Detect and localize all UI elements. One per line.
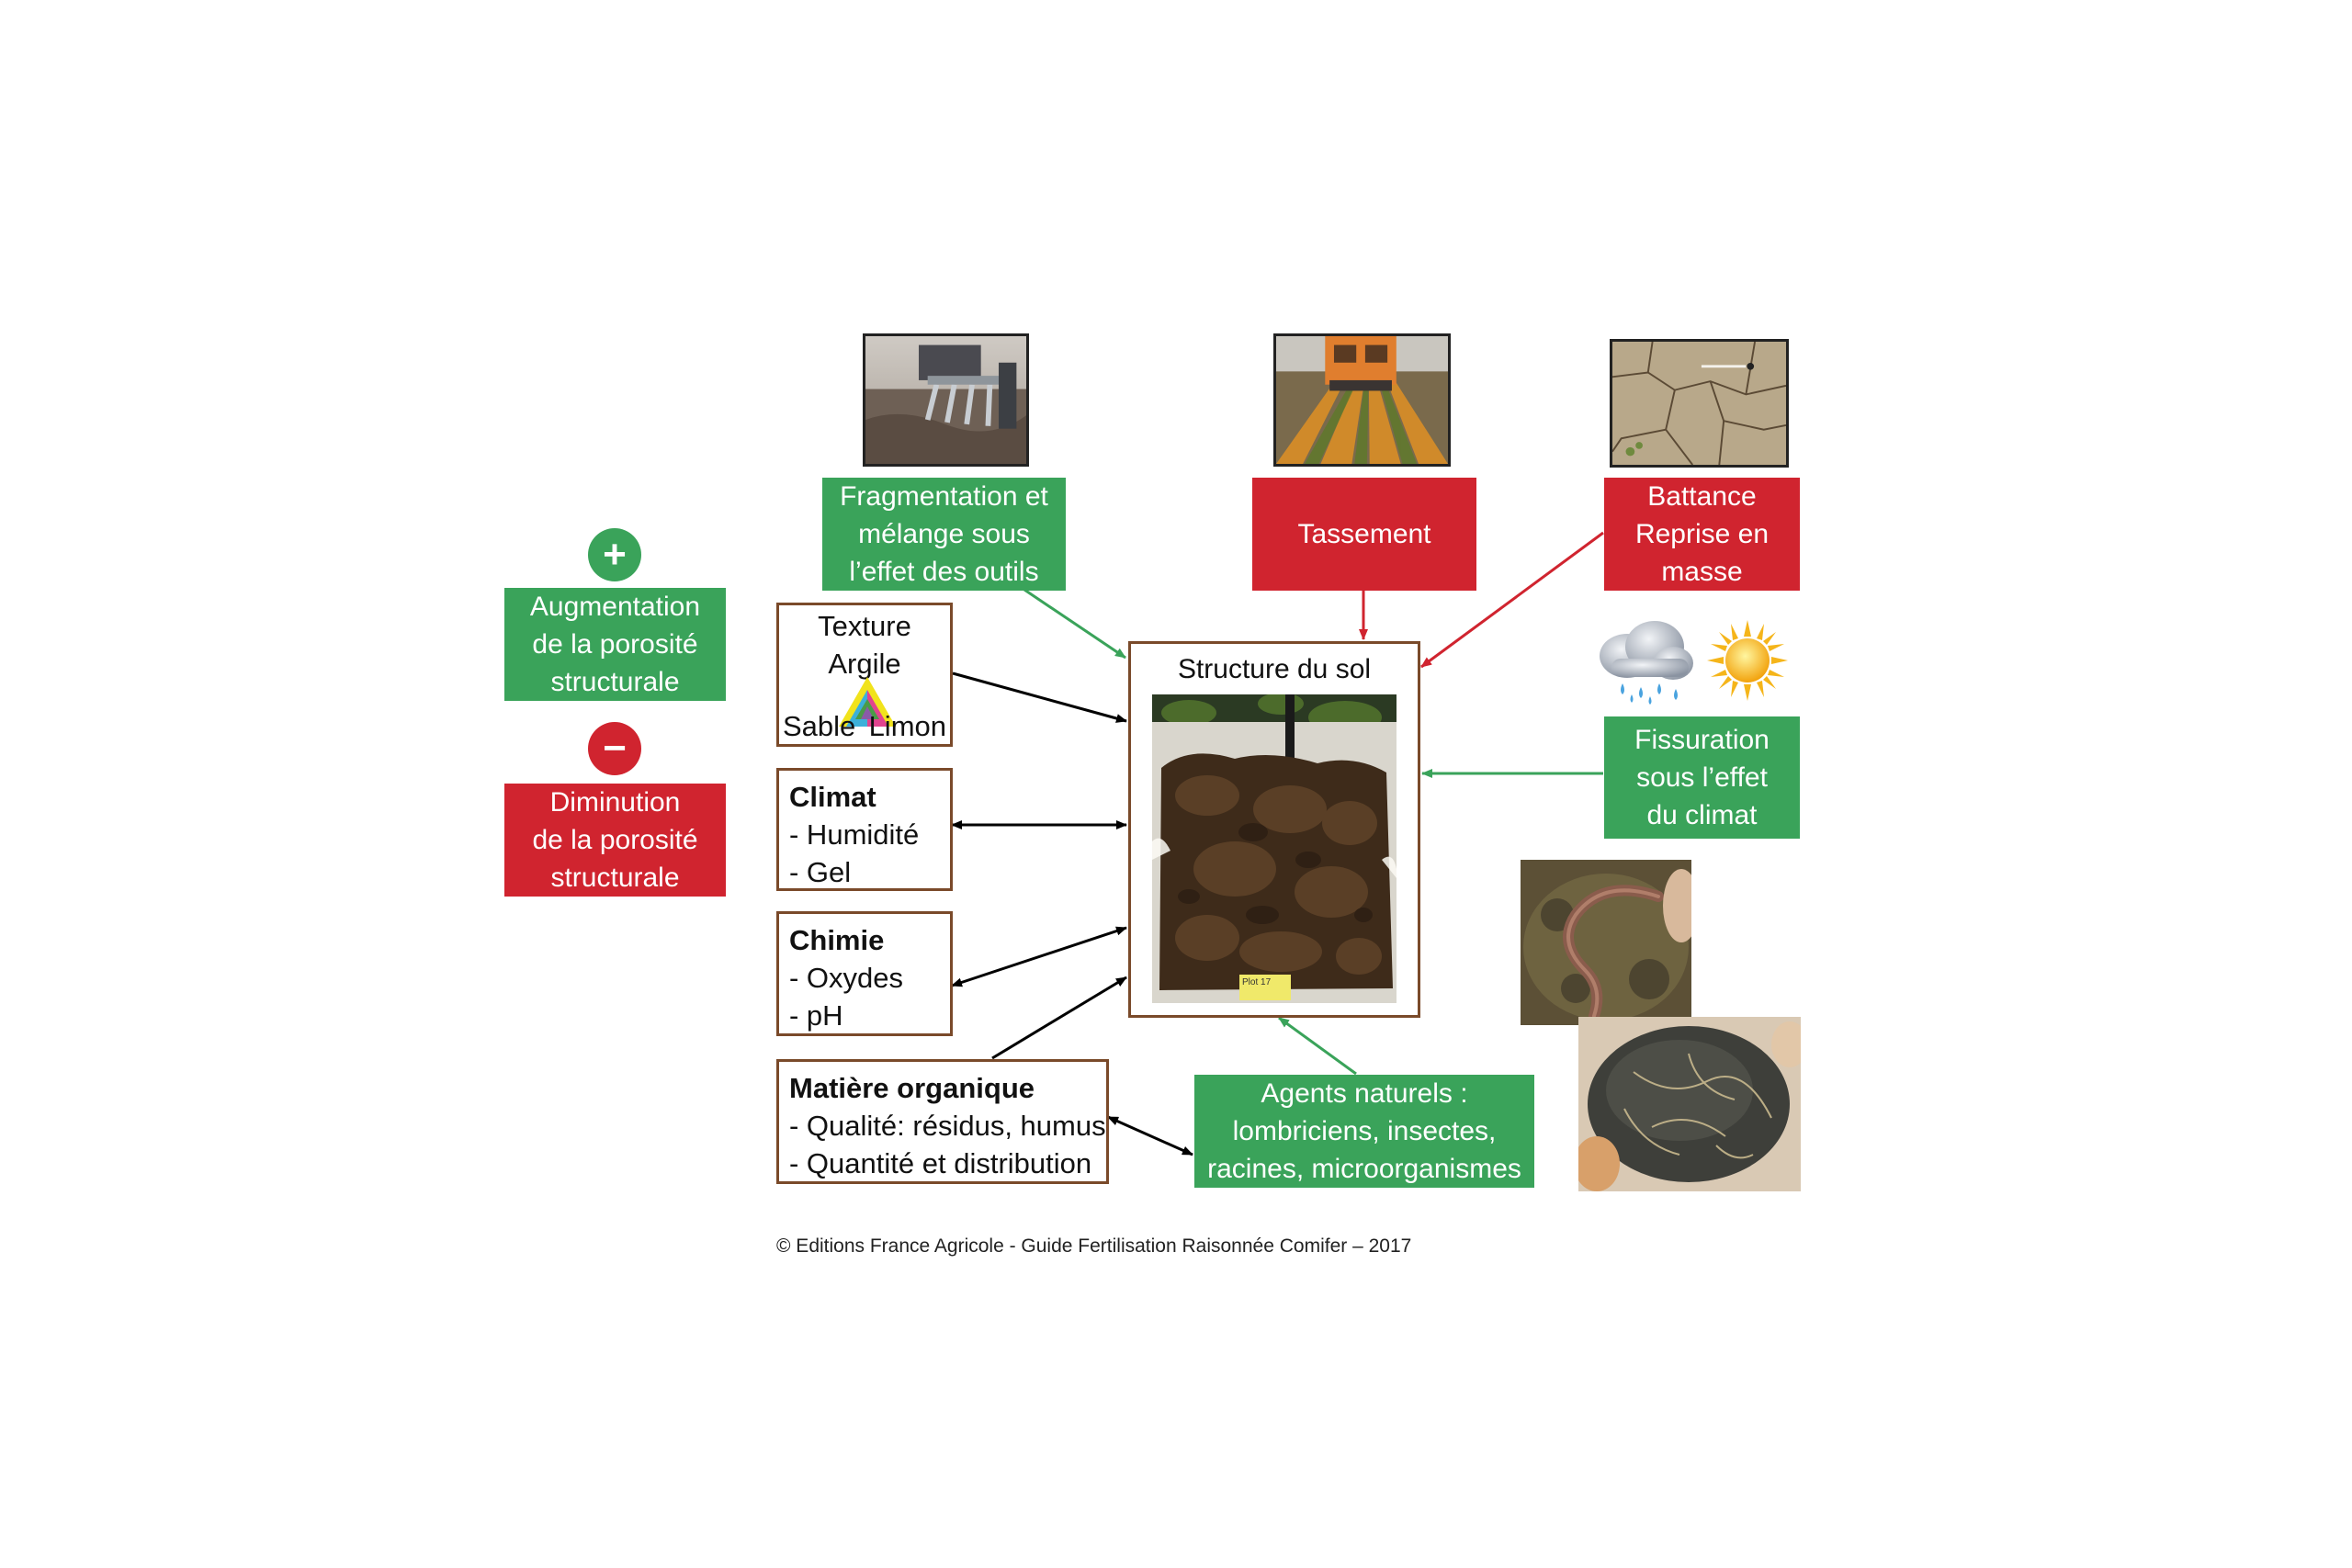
- plough-photo: [863, 333, 1029, 467]
- legend-increase-label: Augmentation de la porosité structurale: [504, 588, 726, 701]
- fragmentation-label: Fragmentation et mélange sous l’effet de…: [822, 478, 1066, 591]
- matiere-line: - Qualité: résidus, humus: [789, 1110, 1106, 1142]
- cracked-soil-photo: [1610, 339, 1789, 468]
- structure-title: Structure du sol: [1177, 654, 1372, 684]
- chimie-title: Chimie: [789, 924, 885, 956]
- rain-cloud-icon: [1595, 617, 1696, 705]
- arrow-texture-to-structure: [952, 671, 1127, 723]
- arrow-fragmentation-to-structure: [1023, 588, 1126, 660]
- tassement-label: Tassement: [1252, 478, 1476, 591]
- climat-line: - Gel: [789, 856, 852, 888]
- chimie-line: - pH: [789, 999, 843, 1032]
- arrow-battance-to-structure: [1420, 531, 1604, 669]
- sun-icon: [1707, 620, 1788, 701]
- arrow-matiere-to-structure: [991, 976, 1127, 1060]
- arrow-chimie-structure: [951, 926, 1127, 987]
- texture-title: Texture: [818, 610, 911, 642]
- climat-line: - Humidité: [789, 818, 920, 851]
- arrow-matiere-agents: [1107, 1115, 1193, 1156]
- structure-box: Structure du sol: [1128, 641, 1420, 1018]
- texture-triangle-icon: [839, 677, 896, 727]
- plus-icon: +: [588, 528, 641, 581]
- plus-symbol: +: [603, 532, 627, 577]
- agents-naturels-label: Agents naturels : lombriciens, insectes,…: [1194, 1075, 1534, 1188]
- battance-label: Battance Reprise en masse: [1604, 478, 1800, 591]
- fissuration-label: Fissuration sous l’effet du climat: [1604, 716, 1800, 839]
- arrow-agents-to-structure: [1278, 1016, 1357, 1076]
- chimie-line: - Oxydes: [789, 962, 904, 994]
- tractor-field-photo: [1273, 333, 1451, 467]
- climat-box: Climat - Humidité - Gel: [776, 768, 953, 891]
- matiere-line: - Quantité et distribution: [789, 1147, 1092, 1179]
- legend-decrease-label: Diminution de la porosité structurale: [504, 784, 726, 897]
- minus-symbol: −: [603, 726, 627, 771]
- matiere-title: Matière organique: [789, 1072, 1035, 1104]
- minus-icon: −: [588, 722, 641, 775]
- texture-top-label: Argile: [828, 648, 901, 680]
- chimie-box: Chimie - Oxydes - pH: [776, 911, 953, 1036]
- texture-left-label: Sable: [783, 710, 856, 742]
- texture-box: Texture Argile Sable Limon: [776, 603, 953, 747]
- roots-clod-photo: [1578, 1017, 1801, 1191]
- plot-label: Plot 17: [1242, 977, 1272, 987]
- earthworm-photo: [1521, 860, 1691, 1025]
- climat-title: Climat: [789, 781, 876, 813]
- copyright-caption: © Editions France Agricole - Guide Ferti…: [776, 1235, 1412, 1257]
- texture-right-label: Limon: [868, 710, 946, 742]
- matiere-organique-box: Matière organique - Qualité: résidus, hu…: [776, 1059, 1109, 1184]
- soil-structure-photo: Plot 17: [1152, 694, 1396, 1003]
